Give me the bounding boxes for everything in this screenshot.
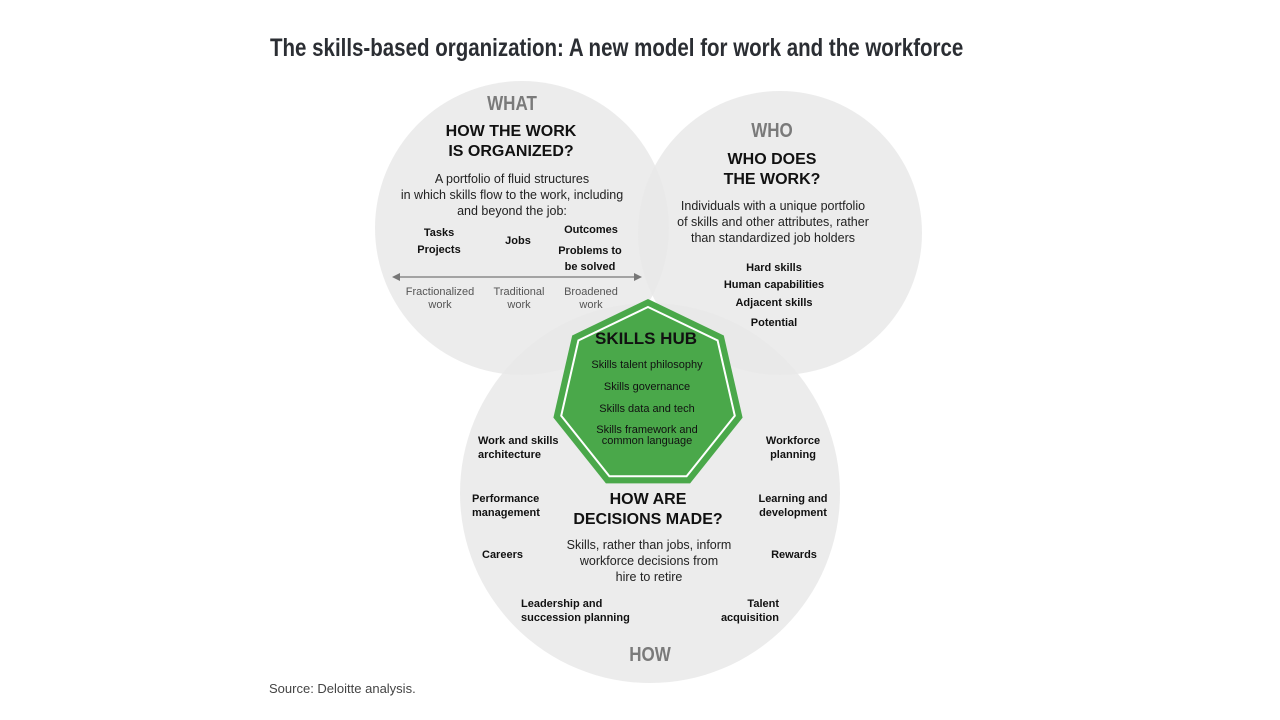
how-label: HOW [629, 644, 671, 666]
who-label: WHO [751, 120, 793, 142]
what-question: HOW THE WORK IS ORGANIZED? [446, 122, 577, 162]
axis-line: Fractionalized [405, 286, 475, 298]
item-line: management [472, 507, 540, 519]
skills-hub-inner-border [560, 305, 736, 478]
hub-item: Skills data and tech [599, 403, 695, 415]
what-item-jobs: Jobs [505, 235, 531, 247]
who-description: Individuals with a unique portfolio of s… [677, 198, 869, 246]
axis-line: work [579, 299, 603, 311]
hub-item: Skills talent philosophy [591, 359, 703, 371]
how-question-line: DECISIONS MADE? [573, 511, 723, 528]
item-line: Performance [472, 493, 540, 505]
desc-line: in which skills flow to the work, includ… [400, 188, 624, 202]
who-item: Hard skills [746, 262, 802, 274]
what-item-tasks: Tasks [423, 227, 455, 239]
what-description: A portfolio of fluid structures in which… [401, 171, 623, 219]
desc-line: workforce decisions from [579, 554, 719, 568]
how-item: Leadership and succession planning [521, 597, 630, 625]
how-item: Careers [482, 548, 523, 562]
axis-line: Traditional [493, 286, 545, 298]
source-note: Source: Deloitte analysis. [269, 681, 416, 696]
item-line: Work and skills [478, 435, 559, 447]
how-item: Rewards [771, 548, 817, 562]
axis-line: Broadened [564, 286, 618, 298]
what-item-outcomes: Outcomes [564, 224, 618, 236]
item-line: Problems to [558, 245, 622, 257]
how-item: Talent acquisition [721, 597, 779, 625]
who-item: Potential [750, 317, 798, 329]
item-line: planning [770, 449, 816, 461]
what-question-line: IS ORGANIZED? [448, 143, 574, 160]
who-question-line: THE WORK? [723, 171, 821, 188]
axis-label-fractionalized: Fractionalized work [406, 286, 474, 312]
axis-line: work [507, 299, 531, 311]
item-line: Workforce [765, 435, 821, 447]
desc-line: and beyond the job: [457, 204, 567, 218]
who-item: Human capabilities [723, 279, 825, 291]
who-item: Adjacent skills [735, 297, 813, 309]
who-circle [638, 91, 922, 375]
item-line: be solved [564, 261, 616, 273]
hub-item-line: Skills framework and [596, 424, 698, 436]
what-question-line: HOW THE WORK [445, 123, 577, 140]
hub-item: Skills framework and common language [596, 425, 697, 447]
desc-line: of skills and other attributes, rather [677, 215, 869, 229]
how-item: Performance management [472, 492, 540, 520]
what-item-projects: Projects [417, 244, 461, 256]
item-line: Talent [747, 598, 779, 610]
desc-line: than standardized job holders [690, 231, 856, 245]
what-label: WHAT [487, 93, 537, 115]
desc-line: hire to retire [615, 570, 683, 584]
axis-label-traditional: Traditional work [494, 286, 545, 312]
item-line: succession planning [521, 612, 630, 624]
how-description: Skills, rather than jobs, inform workfor… [567, 537, 732, 585]
item-line: Rewards [771, 549, 817, 561]
item-line: Learning and [758, 493, 828, 505]
desc-line: A portfolio of fluid structures [434, 172, 590, 186]
how-question-line: HOW ARE [609, 491, 687, 508]
item-line: architecture [478, 449, 541, 461]
what-circle [375, 81, 669, 375]
item-line: acquisition [720, 612, 779, 624]
hub-item-line: common language [601, 435, 693, 447]
item-line: Leadership and [521, 598, 603, 610]
skills-hub-title: SKILLS HUB [595, 329, 697, 348]
how-question: HOW ARE DECISIONS MADE? [573, 490, 722, 530]
who-question-line: WHO DOES [727, 151, 817, 168]
hub-item: Skills governance [603, 381, 691, 393]
work-spectrum-arrow [392, 273, 642, 281]
what-item-problems: Problems to be solved [558, 244, 622, 274]
item-line: Careers [482, 549, 523, 561]
how-item: Learning and development [758, 492, 827, 520]
who-question: WHO DOES THE WORK? [724, 150, 821, 190]
how-item: Work and skills architecture [478, 434, 559, 462]
desc-line: Skills, rather than jobs, inform [566, 538, 732, 552]
how-circle [460, 303, 840, 683]
item-line: development [759, 507, 827, 519]
axis-label-broadened: Broadened work [564, 286, 618, 312]
how-item: Workforce planning [766, 434, 820, 462]
axis-line: work [428, 299, 452, 311]
page-title: The skills-based organization: A new mod… [270, 34, 964, 62]
desc-line: Individuals with a unique portfolio [680, 199, 866, 213]
